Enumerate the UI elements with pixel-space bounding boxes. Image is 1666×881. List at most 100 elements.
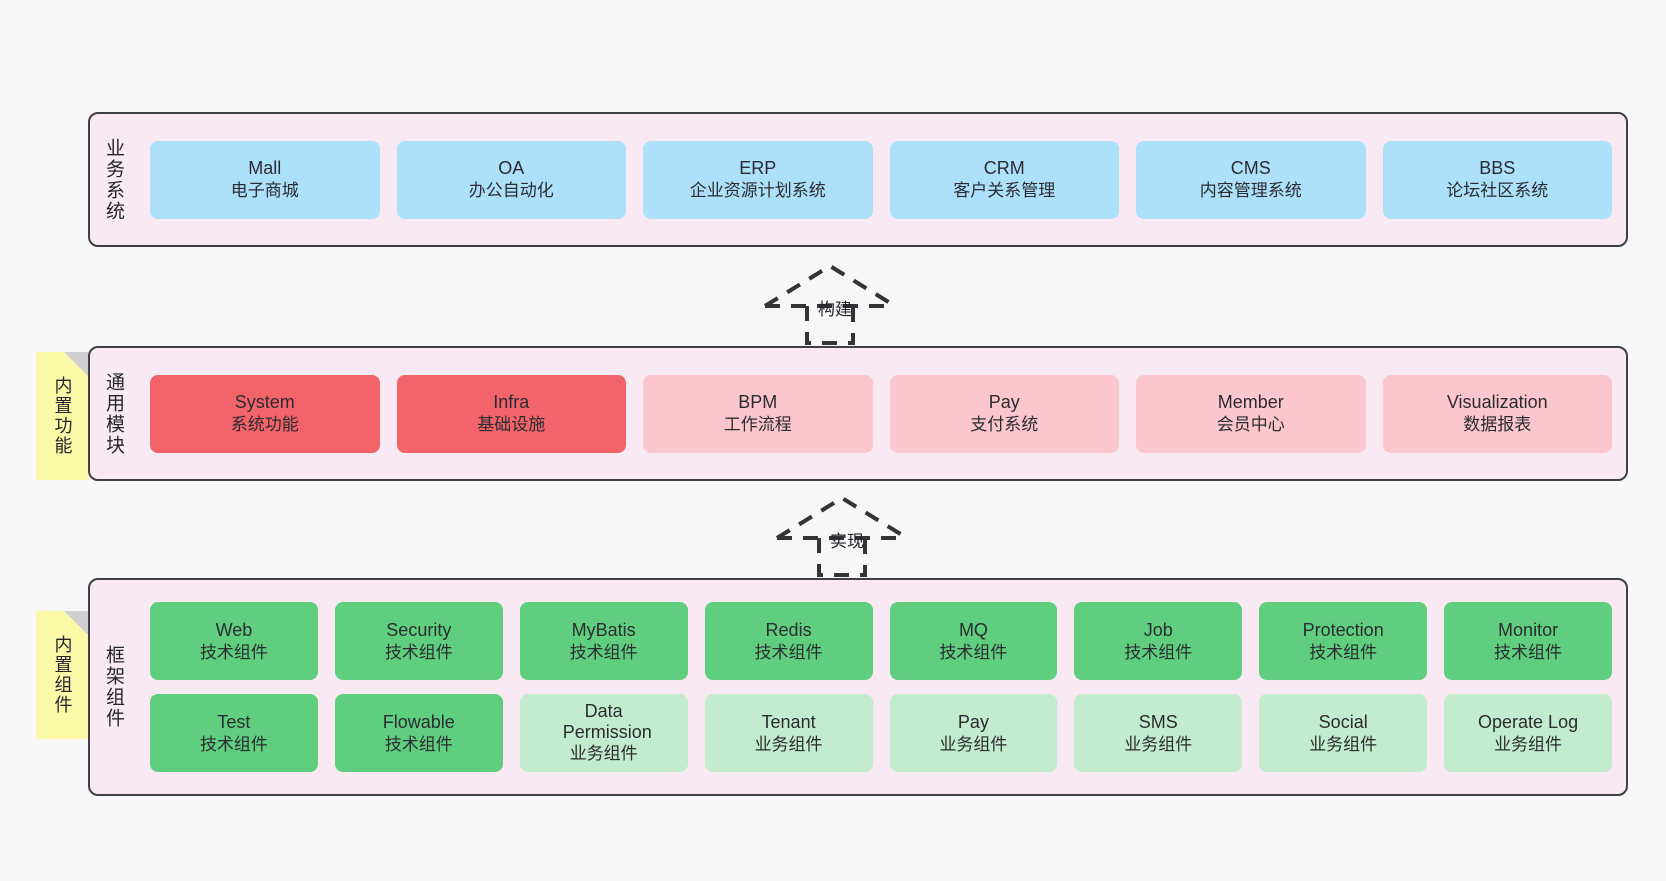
card-subtitle: 业务组件: [939, 734, 1008, 754]
card-tenant[interactable]: Tenant 业务组件: [704, 694, 873, 772]
card-title: CRM: [983, 158, 1025, 179]
layer-business-system: 业务系统 Mall 电子商城 OA 办公自动化 ERP 企业资源计划系统 CRM…: [88, 112, 1628, 247]
card-title: Monitor: [1498, 619, 1559, 640]
card-title: Mall: [248, 158, 282, 179]
card-sms[interactable]: SMS 业务组件: [1074, 694, 1243, 772]
card-subtitle: 技术组件: [939, 642, 1008, 662]
card-title: Operate Log: [1478, 711, 1579, 732]
layer-framework-component: 框架组件 Web 技术组件 Security 技术组件 MyBatis 技术组件…: [88, 578, 1628, 796]
layer-title-common-module: 通用模块: [102, 371, 124, 456]
card-subtitle: 基础设施: [477, 415, 546, 435]
card-title: ERP: [739, 158, 777, 179]
card-mybatis[interactable]: MyBatis 技术组件: [519, 602, 688, 680]
card-title: Security: [386, 619, 452, 640]
card-subtitle: 企业资源计划系统: [689, 181, 826, 201]
card-mall[interactable]: Mall 电子商城: [150, 140, 380, 219]
card-infra[interactable]: Infra 基础设施: [396, 374, 626, 453]
card-row: Web 技术组件 Security 技术组件 MyBatis 技术组件 Redi…: [150, 602, 1612, 680]
card-subtitle: 技术组件: [1309, 642, 1378, 662]
card-subtitle: 支付系统: [970, 415, 1039, 435]
card-job[interactable]: Job 技术组件: [1074, 602, 1243, 680]
card-flowable[interactable]: Flowable 技术组件: [334, 694, 503, 772]
layer-body-framework-component: Web 技术组件 Security 技术组件 MyBatis 技术组件 Redi…: [136, 580, 1626, 794]
note-label: 内置功能: [52, 376, 73, 456]
card-title: Infra: [493, 392, 530, 413]
card-title: Web: [215, 619, 253, 640]
card-subtitle: 业务组件: [1309, 734, 1378, 754]
card-monitor[interactable]: Monitor 技术组件: [1444, 602, 1612, 680]
card-title: Social: [1318, 711, 1368, 732]
card-subtitle: 办公自动化: [468, 181, 554, 201]
card-oa[interactable]: OA 办公自动化: [396, 140, 626, 219]
card-title: CMS: [1230, 158, 1271, 179]
card-social[interactable]: Social 业务组件: [1259, 694, 1428, 772]
implement-arrow-shape: [775, 495, 909, 577]
card-test[interactable]: Test 技术组件: [150, 694, 318, 772]
card-title: Test: [217, 711, 251, 732]
card-crm[interactable]: CRM 客户关系管理: [889, 140, 1119, 219]
card-row: Test 技术组件 Flowable 技术组件 Data Permission …: [150, 694, 1612, 772]
card-title: MQ: [958, 619, 988, 640]
card-title: Member: [1217, 392, 1284, 413]
layer-common-module: 通用模块 System 系统功能 Infra 基础设施 BPM 工作流程 Pay…: [88, 346, 1628, 481]
card-bbs[interactable]: BBS 论坛社区系统: [1382, 140, 1612, 219]
card-title: OA: [498, 158, 525, 179]
card-pay-module[interactable]: Pay 支付系统: [889, 374, 1119, 453]
card-title: BPM: [738, 392, 778, 413]
card-row: Mall 电子商城 OA 办公自动化 ERP 企业资源计划系统 CRM 客户关系…: [150, 140, 1612, 219]
card-erp[interactable]: ERP 企业资源计划系统: [643, 140, 873, 219]
card-bpm[interactable]: BPM 工作流程: [643, 374, 873, 453]
card-subtitle: 技术组件: [199, 734, 268, 754]
card-subtitle: 技术组件: [384, 734, 453, 754]
card-subtitle: 技术组件: [754, 642, 823, 662]
card-title: Data Permission: [562, 700, 652, 743]
card-subtitle: 业务组件: [1494, 734, 1563, 754]
card-subtitle: 论坛社区系统: [1446, 181, 1549, 201]
note-label: 内置组件: [52, 635, 73, 715]
card-system[interactable]: System 系统功能: [150, 374, 380, 453]
card-subtitle: 业务组件: [569, 744, 638, 764]
card-cms[interactable]: CMS 内容管理系统: [1136, 140, 1366, 219]
card-subtitle: 工作流程: [723, 415, 792, 435]
card-title: System: [234, 392, 295, 413]
card-visualization[interactable]: Visualization 数据报表: [1382, 374, 1612, 453]
card-subtitle: 客户关系管理: [953, 181, 1056, 201]
layer-body-business-system: Mall 电子商城 OA 办公自动化 ERP 企业资源计划系统 CRM 客户关系…: [136, 114, 1626, 245]
card-subtitle: 技术组件: [1124, 642, 1193, 662]
card-subtitle: 技术组件: [384, 642, 453, 662]
note-fold-corner-icon: [64, 352, 88, 376]
card-title: SMS: [1138, 711, 1178, 732]
card-web[interactable]: Web 技术组件: [150, 602, 318, 680]
generalization-arrow-build: 构建: [760, 260, 910, 345]
card-mq[interactable]: MQ 技术组件: [889, 602, 1058, 680]
generalization-arrow-implement: 实现: [772, 492, 922, 577]
card-subtitle: 数据报表: [1463, 415, 1532, 435]
card-title: BBS: [1479, 158, 1516, 179]
card-member[interactable]: Member 会员中心: [1136, 374, 1366, 453]
card-pay-component[interactable]: Pay 业务组件: [889, 694, 1058, 772]
card-subtitle: 技术组件: [1494, 642, 1563, 662]
arrow-label-implement: 实现: [830, 532, 864, 551]
layer-title-framework-component: 框架组件: [102, 645, 124, 729]
card-data-permission[interactable]: Data Permission 业务组件: [519, 694, 688, 772]
card-subtitle: 技术组件: [569, 642, 638, 662]
card-subtitle: 系统功能: [230, 415, 299, 435]
sticky-note-builtin-function: 内置功能: [36, 352, 88, 480]
card-redis[interactable]: Redis 技术组件: [704, 602, 873, 680]
arrow-label-build: 构建: [818, 300, 852, 319]
card-subtitle: 内容管理系统: [1199, 181, 1302, 201]
card-subtitle: 电子商城: [230, 181, 299, 201]
card-operate-log[interactable]: Operate Log 业务组件: [1444, 694, 1612, 772]
card-security[interactable]: Security 技术组件: [334, 602, 503, 680]
card-protection[interactable]: Protection 技术组件: [1259, 602, 1428, 680]
card-subtitle: 业务组件: [1124, 734, 1193, 754]
card-subtitle: 技术组件: [199, 642, 268, 662]
build-arrow-shape: [763, 263, 897, 345]
card-title: MyBatis: [571, 619, 636, 640]
card-title: Tenant: [761, 711, 816, 732]
card-title: Job: [1143, 619, 1173, 640]
layer-body-common-module: System 系统功能 Infra 基础设施 BPM 工作流程 Pay 支付系统…: [136, 348, 1626, 479]
card-subtitle: 会员中心: [1216, 415, 1285, 435]
card-title: Protection: [1302, 619, 1384, 640]
